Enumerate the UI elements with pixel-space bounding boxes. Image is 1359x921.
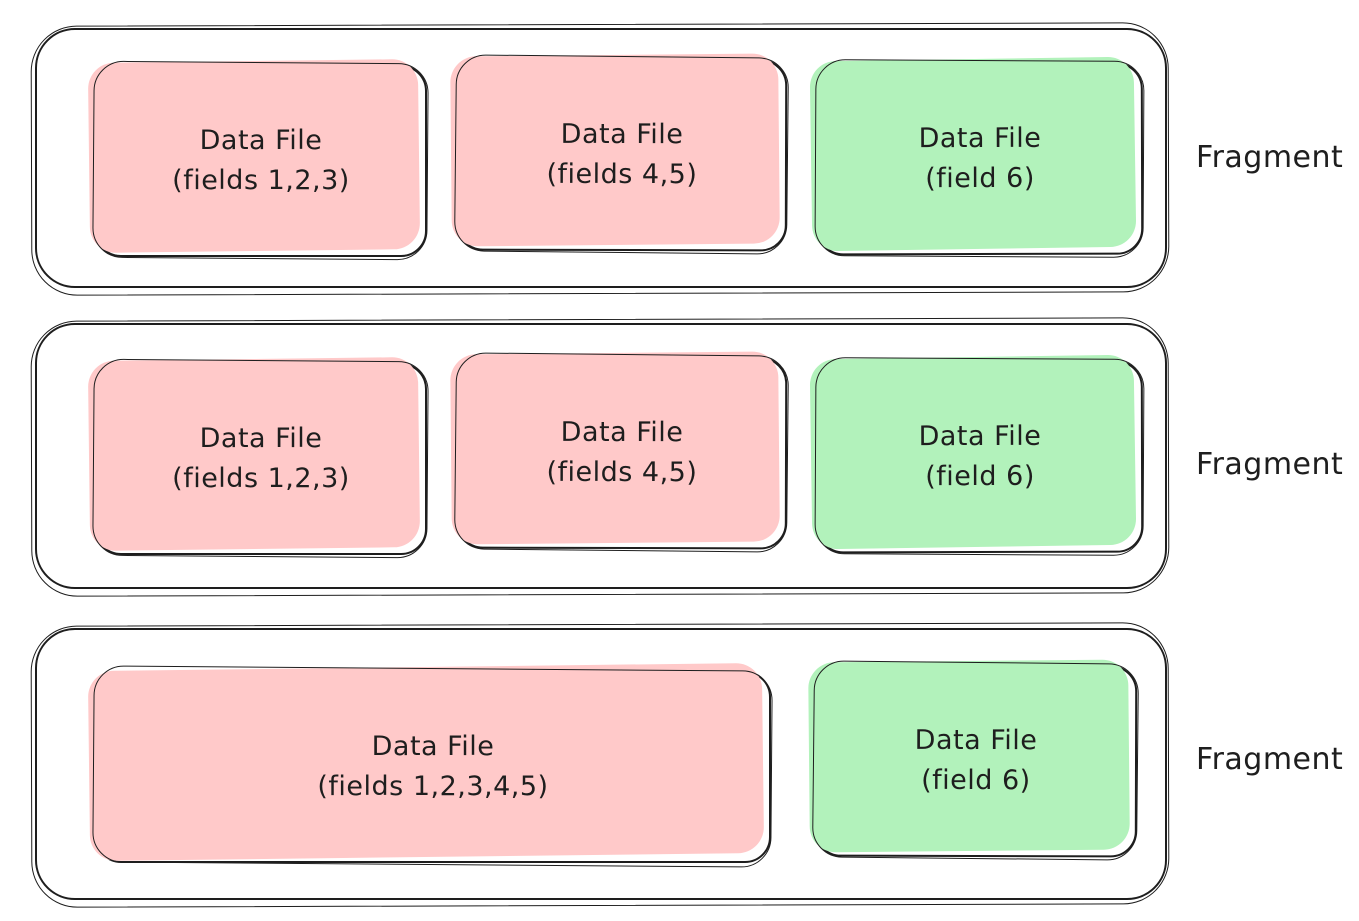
fragment-frame-1: Data File (fields 1,2,3) Data File (fiel… — [35, 28, 1167, 288]
data-file-box-1-2: Data File (fields 4,5) — [450, 53, 788, 252]
fragment-2-row: Data File (fields 1,2,3) Data File (fiel… — [37, 351, 1165, 555]
data-file-box-2-1: Data File (fields 1,2,3) — [87, 356, 427, 555]
data-file-title: Data File — [560, 416, 684, 449]
data-file-fields: (fields 4,5) — [546, 158, 698, 191]
data-file-fields: (field 6) — [925, 162, 1035, 195]
data-file-title: Data File — [371, 731, 495, 763]
fragment-label-2: Fragment — [1196, 447, 1344, 482]
box-text: Data File (fields 1,2,3) — [172, 419, 350, 499]
data-file-title: Data File — [914, 724, 1038, 757]
box-text: Data File (field 6) — [919, 119, 1042, 199]
data-file-title: Data File — [199, 125, 323, 157]
box-text: Data File (fields 1,2,3) — [172, 121, 350, 201]
fragment-label-3: Fragment — [1196, 742, 1344, 777]
box-text: Data File (field 6) — [915, 721, 1038, 801]
fragment-3-row: Data File (fields 1,2,3,4,5) Data File (… — [37, 659, 1165, 863]
data-file-title: Data File — [560, 118, 684, 151]
data-file-fields: (fields 1,2,3) — [172, 165, 350, 196]
data-file-fields: (fields 1,2,3) — [172, 463, 350, 494]
data-file-fields: (fields 1,2,3,4,5) — [317, 771, 549, 802]
data-file-box-3-1: Data File (fields 1,2,3,4,5) — [87, 662, 771, 863]
box-text: Data File (fields 1,2,3,4,5) — [317, 727, 548, 807]
data-file-fields: (field 6) — [925, 460, 1035, 493]
data-file-fields: (fields 4,5) — [546, 456, 698, 489]
data-file-title: Data File — [918, 122, 1042, 155]
fragment-frame-2: Data File (fields 1,2,3) Data File (fiel… — [35, 323, 1167, 589]
box-text: Data File (fields 4,5) — [546, 115, 697, 195]
box-text: Data File (fields 4,5) — [546, 413, 697, 493]
data-file-box-2-2: Data File (fields 4,5) — [450, 351, 788, 550]
data-file-title: Data File — [199, 423, 323, 455]
data-file-fields: (field 6) — [921, 764, 1031, 797]
box-text: Data File (field 6) — [919, 417, 1042, 497]
data-file-box-1-1: Data File (fields 1,2,3) — [87, 58, 427, 257]
data-file-title: Data File — [918, 420, 1042, 453]
fragment-frame-3: Data File (fields 1,2,3,4,5) Data File (… — [35, 628, 1167, 900]
data-file-box-1-3: Data File (field 6) — [809, 56, 1144, 256]
data-file-box-3-2: Data File (field 6) — [808, 659, 1138, 858]
data-file-box-2-3: Data File (field 6) — [809, 354, 1144, 554]
fragment-1-row: Data File (fields 1,2,3) Data File (fiel… — [37, 53, 1165, 257]
fragment-label-1: Fragment — [1196, 140, 1344, 175]
